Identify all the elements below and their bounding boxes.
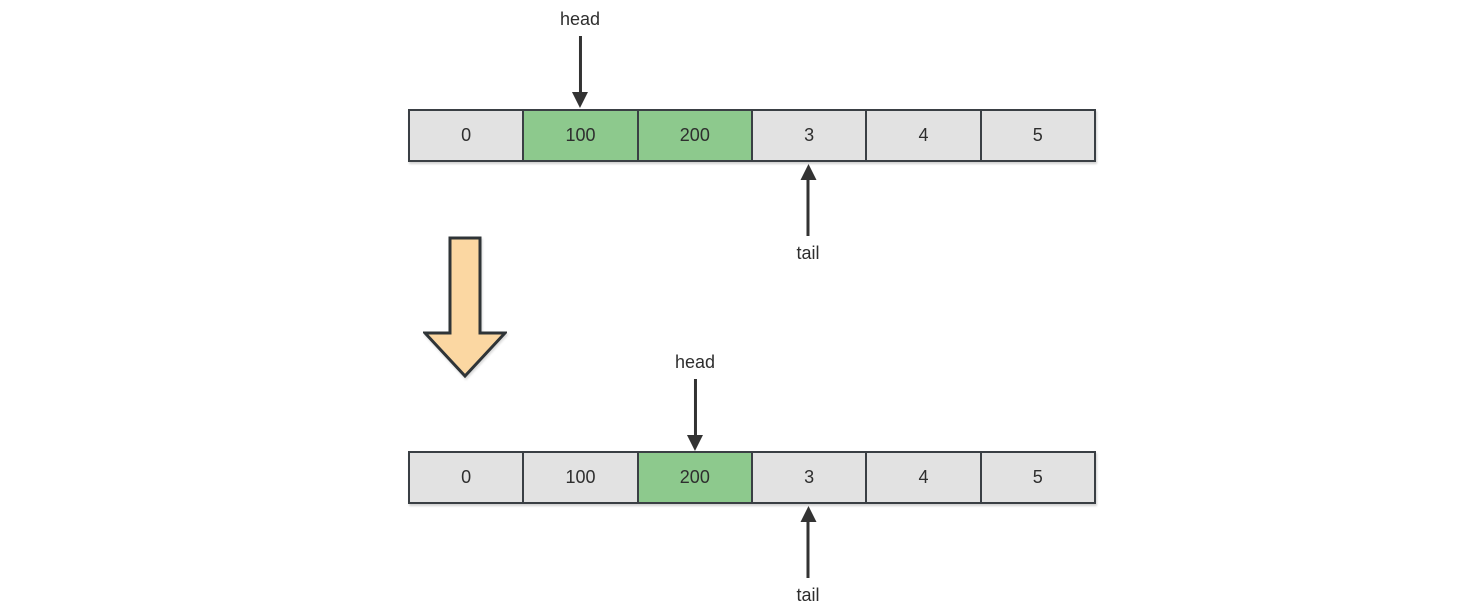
array-cell: 5 [981,453,1094,502]
arrow-line [693,379,697,435]
array-after: 0 100 200 3 4 5 [408,451,1096,504]
arrow-up-icon [799,164,816,180]
array-cell: 5 [981,111,1094,160]
arrow-line [806,522,810,578]
head-pointer-after: head [675,351,715,451]
array-cell: 200 [638,453,753,502]
array-cell: 200 [638,111,753,160]
tail-pointer-before: tail [796,164,820,264]
array-cell: 100 [524,111,639,160]
array-before: 0 100 200 3 4 5 [408,109,1096,162]
array-cell: 4 [867,111,982,160]
array-cell: 0 [410,453,525,502]
tail-pointer-after: tail [796,506,820,606]
tail-label: tail [796,585,820,605]
transition-block-arrow-down-icon [423,236,507,378]
array-cell: 0 [410,111,525,160]
arrow-up-icon [799,506,816,522]
array-cell: 3 [752,111,868,160]
arrow-down-icon [571,92,588,108]
head-label: head [559,9,601,29]
array-cell: 3 [752,453,868,502]
arrow-line [806,180,810,236]
array-cell: 100 [524,453,639,502]
head-pointer-before: head [560,8,600,108]
array-cell: 4 [867,453,982,502]
tail-label: tail [796,243,820,263]
arrow-down-icon [686,435,703,451]
arrow-line [578,36,582,92]
head-label: head [674,352,716,372]
